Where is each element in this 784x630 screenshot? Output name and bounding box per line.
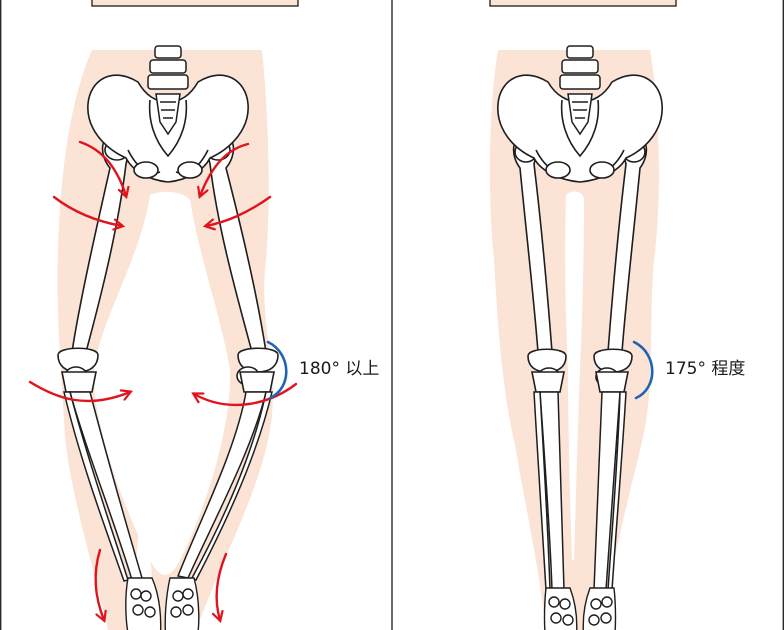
arrow-knee-right — [194, 382, 298, 407]
left-feet — [125, 577, 200, 630]
left-title-box — [91, 0, 299, 7]
corrective-arrows — [28, 140, 298, 620]
left-lower-legs — [63, 391, 273, 582]
arrow-hip-right — [200, 142, 250, 196]
right-angle-arc — [632, 340, 654, 400]
arrow-thigh-right — [206, 195, 272, 226]
left-figure — [28, 45, 298, 630]
left-knees — [57, 347, 279, 393]
right-figure — [489, 45, 663, 630]
arrow-ankle-left — [94, 548, 104, 620]
arrow-thigh-left — [52, 195, 122, 226]
arrow-knee-left — [28, 380, 130, 403]
right-knees — [527, 348, 633, 393]
arrow-ankle-right — [217, 552, 228, 620]
left-spine — [147, 45, 189, 136]
right-lower-legs — [533, 391, 627, 591]
normal-knee-angle-label: 175° 程度 — [665, 359, 746, 379]
right-spine — [559, 45, 601, 136]
left-angle-arc — [266, 340, 288, 400]
bowed-knee-angle-label: 180° 以上 — [299, 359, 380, 379]
right-feet — [543, 587, 617, 630]
right-title-box — [489, 0, 677, 7]
arrow-hip-left — [78, 140, 126, 196]
